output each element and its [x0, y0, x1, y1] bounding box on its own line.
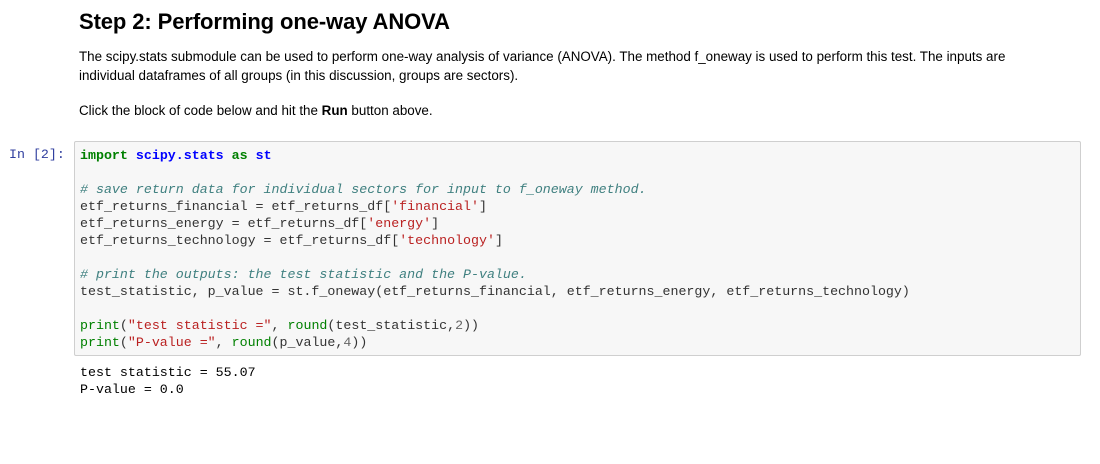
section-heading: Step 2: Performing one-way ANOVA	[79, 9, 450, 34]
code-comment: # save return data for individual sector…	[80, 182, 647, 197]
run-emphasis: Run	[321, 103, 348, 118]
output-line: test statistic = 55.07	[80, 365, 256, 380]
input-prompt: In [2]:	[9, 147, 65, 162]
intro-paragraph: The scipy.stats submodule can be used to…	[79, 49, 1006, 83]
code-line: print("P-value =", round(p_value,4))	[80, 335, 368, 350]
code-line: test_statistic, p_value = st.f_oneway(et…	[80, 284, 910, 299]
instruction-paragraph: Click the block of code below and hit th…	[79, 103, 433, 118]
code-comment: # print the outputs: the test statistic …	[80, 267, 527, 282]
code-line: import scipy.stats as st	[80, 148, 272, 163]
code-line: etf_returns_energy = etf_returns_df['ene…	[80, 216, 440, 231]
code-line: etf_returns_financial = etf_returns_df['…	[80, 199, 487, 214]
code-line: etf_returns_technology = etf_returns_df[…	[80, 233, 503, 248]
output-line: P-value = 0.0	[80, 382, 184, 397]
code-line: print("test statistic =", round(test_sta…	[80, 318, 480, 333]
code-cell-editor[interactable]	[74, 141, 1081, 356]
